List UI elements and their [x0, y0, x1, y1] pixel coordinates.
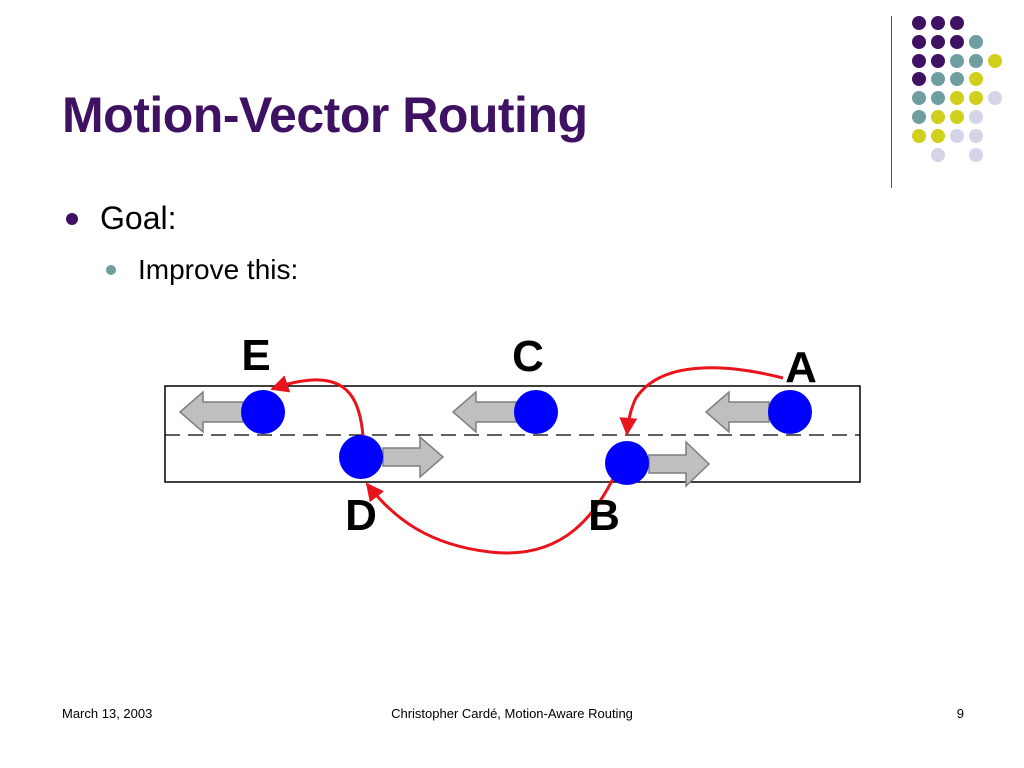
decorative-divider	[891, 16, 892, 188]
node-label-a: A	[785, 343, 817, 392]
node-label-e: E	[241, 331, 270, 380]
node-c	[514, 390, 558, 434]
decorative-dot	[931, 110, 945, 124]
decorative-dot	[931, 54, 945, 68]
decorative-dot	[988, 91, 1002, 105]
node-a	[768, 390, 812, 434]
route-path-a-to-b	[619, 366, 784, 436]
decorative-dot	[969, 54, 983, 68]
decorative-dot	[931, 72, 945, 86]
direction-arrow-left-icon	[451, 390, 517, 434]
decorative-dot	[969, 148, 983, 162]
decorative-dot	[950, 110, 964, 124]
decorative-dot	[912, 35, 926, 49]
decorative-dot	[912, 54, 926, 68]
node-b	[605, 441, 649, 485]
decorative-dot	[931, 91, 945, 105]
decorative-dot	[969, 110, 983, 124]
sub-bullet-dot-icon	[106, 265, 116, 275]
route-path-d-to-e	[270, 375, 365, 437]
node-d	[339, 435, 383, 479]
node-e	[241, 390, 285, 434]
bullet-goal: Goal:	[66, 200, 176, 237]
bullet-dot-icon	[66, 212, 78, 225]
road-border	[164, 385, 861, 483]
direction-arrow-right-icon	[382, 435, 445, 479]
decorative-dot	[950, 72, 964, 86]
footer-presenter: Christopher Cardé, Motion-Aware Routing	[391, 706, 633, 721]
slide-title: Motion-Vector Routing	[62, 87, 588, 143]
decorative-dot	[931, 148, 945, 162]
route-path-b-to-d	[365, 445, 629, 555]
decorative-dot	[950, 35, 964, 49]
decorative-dot	[969, 72, 983, 86]
decorative-dot	[950, 91, 964, 105]
direction-arrow-left-icon	[704, 390, 770, 434]
decorative-dot	[931, 129, 945, 143]
decorative-dot	[988, 54, 1002, 68]
decorative-dot	[969, 91, 983, 105]
decorative-dot	[912, 72, 926, 86]
bullet-text: Goal:	[100, 200, 177, 236]
footer-page-number: 9	[956, 706, 964, 721]
node-label-d: D	[345, 491, 377, 540]
decorative-dot	[912, 110, 926, 124]
decorative-dot	[950, 16, 964, 30]
decorative-dot	[969, 35, 983, 49]
decorative-dot	[950, 129, 964, 143]
sub-bullet-text: Improve this:	[138, 254, 299, 285]
node-label-b: B	[588, 491, 620, 540]
bullet-improve: Improve this:	[106, 254, 298, 286]
direction-arrow-left-icon	[178, 390, 244, 434]
decorative-dot	[912, 91, 926, 105]
decorative-dot	[912, 16, 926, 30]
decorative-dot	[969, 129, 983, 143]
direction-arrow-right-icon	[648, 440, 711, 488]
decorative-dot	[931, 16, 945, 30]
decorative-dot	[931, 35, 945, 49]
decorative-dot	[912, 129, 926, 143]
footer-date: March 13, 2003	[62, 706, 153, 721]
decorative-dot	[950, 54, 964, 68]
node-label-c: C	[512, 332, 544, 381]
